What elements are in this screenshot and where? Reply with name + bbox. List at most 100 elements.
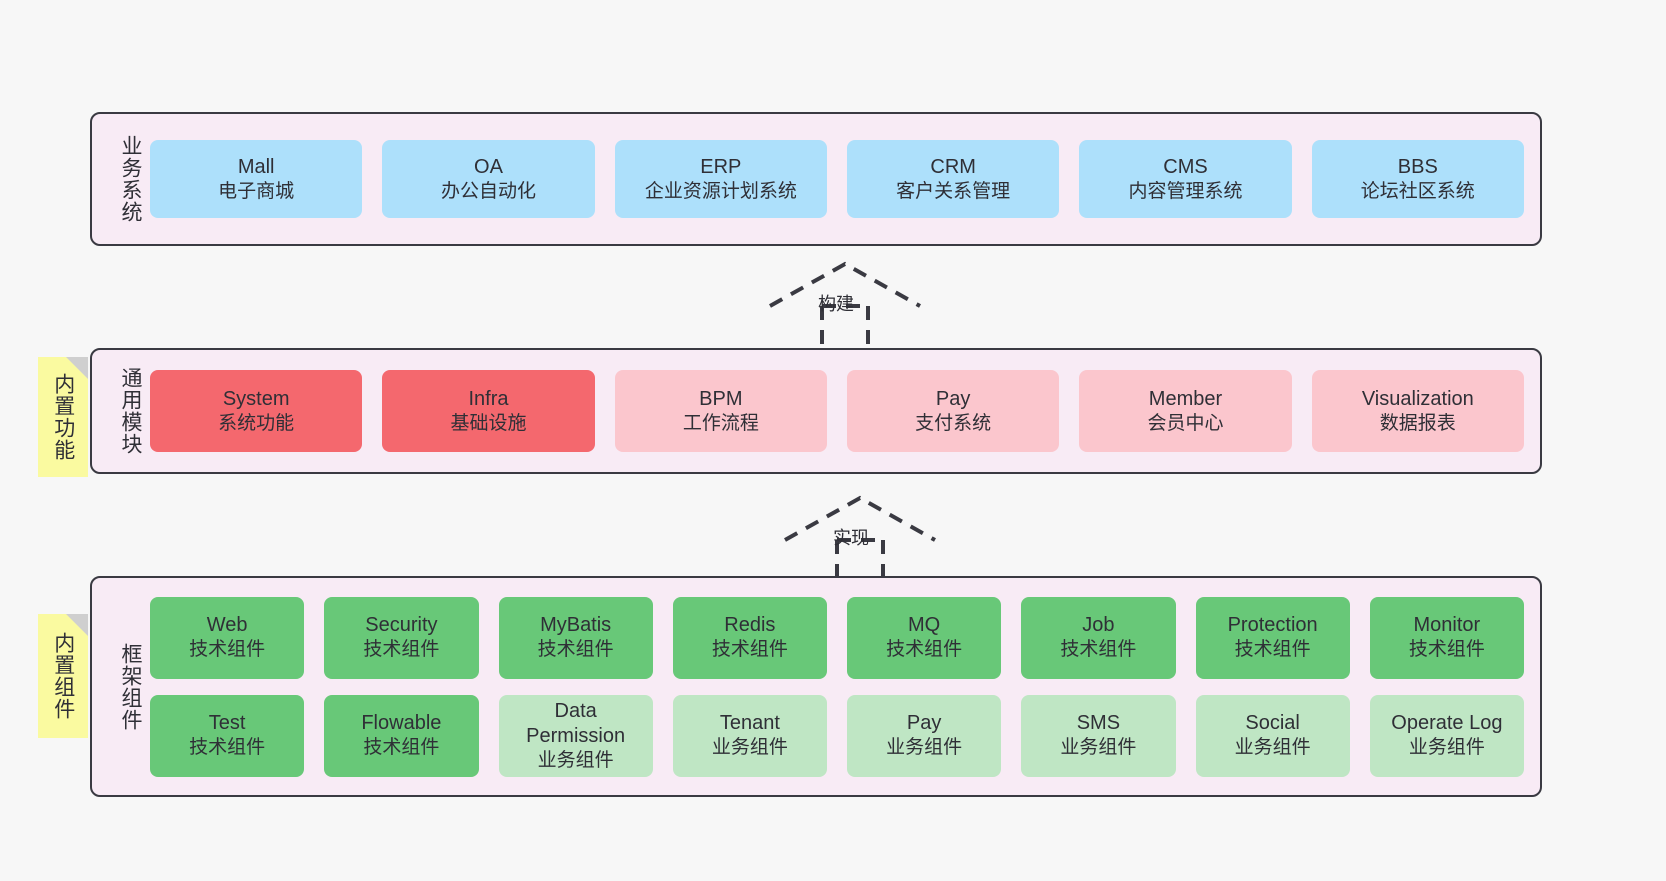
node-subtitle: 技术组件 bbox=[189, 737, 266, 759]
node-subtitle: 支付系统 bbox=[915, 412, 992, 434]
node-title: Flowable bbox=[361, 712, 442, 735]
layer-general-modules[interactable]: 通用模块 System 系统功能 Infra 基础设施 BPM 工作流程 Pay… bbox=[90, 348, 1542, 474]
layer-framework-components[interactable]: 框架组件 Web 技术组件 Security 技术组件 MyBatis 技术组件… bbox=[90, 576, 1542, 797]
node-bbs[interactable]: BBS 论坛社区系统 bbox=[1311, 140, 1524, 218]
connector-label-build: 构建 bbox=[818, 294, 854, 314]
node-web[interactable]: Web 技术组件 bbox=[150, 596, 305, 679]
node-title: MQ bbox=[908, 614, 941, 637]
node-title: ERP bbox=[700, 155, 742, 178]
node-security[interactable]: Security 技术组件 bbox=[324, 596, 479, 679]
node-subtitle: 系统功能 bbox=[218, 412, 295, 434]
connector-build: 构建 bbox=[760, 258, 930, 358]
node-subtitle: 业务组件 bbox=[537, 749, 614, 771]
node-subtitle: 业务组件 bbox=[1408, 737, 1485, 759]
node-tenant[interactable]: Tenant 业务组件 bbox=[672, 694, 827, 777]
node-title: Social bbox=[1245, 712, 1300, 735]
node-title: Pay bbox=[935, 387, 971, 410]
node-redis[interactable]: Redis 技术组件 bbox=[672, 596, 827, 679]
layer-label-framework: 框架组件 bbox=[119, 642, 142, 731]
node-subtitle: 业务组件 bbox=[886, 737, 963, 759]
node-subtitle: 技术组件 bbox=[1234, 639, 1311, 661]
node-title: Security bbox=[365, 614, 438, 637]
node-title: Member bbox=[1148, 387, 1223, 410]
node-system[interactable]: System 系统功能 bbox=[150, 370, 363, 452]
node-flowable[interactable]: Flowable 技术组件 bbox=[324, 694, 479, 777]
node-subtitle: 会员中心 bbox=[1147, 412, 1224, 434]
arrowhead-open-up bbox=[784, 495, 936, 542]
node-title: CRM bbox=[930, 155, 976, 178]
node-mall[interactable]: Mall 电子商城 bbox=[150, 140, 363, 218]
connector-shaft bbox=[835, 538, 885, 592]
node-pay-module[interactable]: Pay 支付系统 bbox=[846, 370, 1060, 452]
node-social[interactable]: Social 业务组件 bbox=[1195, 694, 1350, 777]
node-cms[interactable]: CMS 内容管理系统 bbox=[1079, 140, 1292, 218]
node-data-permission[interactable]: Data Permission 业务组件 bbox=[498, 694, 653, 777]
node-subtitle: 技术组件 bbox=[363, 639, 440, 661]
node-visualization[interactable]: Visualization 数据报表 bbox=[1311, 370, 1524, 452]
node-title: OA bbox=[474, 155, 503, 178]
node-pay-component[interactable]: Pay 业务组件 bbox=[847, 694, 1002, 777]
node-title: Protection bbox=[1227, 614, 1318, 637]
node-mybatis[interactable]: MyBatis 技术组件 bbox=[498, 596, 653, 679]
node-title: SMS bbox=[1076, 712, 1121, 735]
node-crm[interactable]: CRM 客户关系管理 bbox=[846, 140, 1060, 218]
connector-implement: 实现 bbox=[775, 492, 945, 592]
node-member[interactable]: Member 会员中心 bbox=[1079, 370, 1292, 452]
node-subtitle: 基础设施 bbox=[450, 412, 527, 434]
node-subtitle: 电子商城 bbox=[218, 180, 295, 202]
node-title: Web bbox=[206, 614, 248, 637]
sticky-fold-icon bbox=[66, 614, 88, 636]
node-operate-log[interactable]: Operate Log 业务组件 bbox=[1369, 694, 1524, 777]
node-erp[interactable]: ERP 企业资源计划系统 bbox=[614, 140, 827, 218]
node-subtitle: 技术组件 bbox=[1060, 639, 1137, 661]
node-title: Redis bbox=[724, 614, 776, 637]
node-title: Test bbox=[208, 712, 246, 735]
sticky-note-builtin-components[interactable]: 内置组件 bbox=[38, 614, 88, 738]
node-title: Tenant bbox=[719, 712, 780, 735]
node-title: Pay bbox=[906, 712, 942, 735]
node-subtitle: 工作流程 bbox=[682, 412, 759, 434]
node-title: Job bbox=[1082, 614, 1115, 637]
node-protection[interactable]: Protection 技术组件 bbox=[1195, 596, 1350, 679]
node-job[interactable]: Job 技术组件 bbox=[1021, 596, 1176, 679]
node-subtitle: 业务组件 bbox=[711, 737, 788, 759]
node-bpm[interactable]: BPM 工作流程 bbox=[614, 370, 827, 452]
node-subtitle: 技术组件 bbox=[537, 639, 614, 661]
node-subtitle: 客户关系管理 bbox=[896, 180, 1011, 202]
node-row: System 系统功能 Infra 基础设施 BPM 工作流程 Pay 支付系统… bbox=[150, 370, 1524, 452]
layer-body-business: Mall 电子商城 OA 办公自动化 ERP 企业资源计划系统 CRM 客户关系… bbox=[142, 114, 1540, 244]
node-subtitle: 技术组件 bbox=[886, 639, 963, 661]
node-subtitle: 技术组件 bbox=[711, 639, 788, 661]
node-title: BBS bbox=[1397, 155, 1438, 178]
node-title: Infra bbox=[468, 387, 509, 410]
node-sms[interactable]: SMS 业务组件 bbox=[1021, 694, 1176, 777]
node-test[interactable]: Test 技术组件 bbox=[150, 694, 305, 777]
layer-business-systems[interactable]: 业务系统 Mall 电子商城 OA 办公自动化 ERP 企业资源计划系统 CRM… bbox=[90, 112, 1542, 246]
node-title: Data Permission bbox=[526, 699, 626, 747]
node-mq[interactable]: MQ 技术组件 bbox=[847, 596, 1002, 679]
layer-body-modules: System 系统功能 Infra 基础设施 BPM 工作流程 Pay 支付系统… bbox=[142, 350, 1540, 472]
node-title: Mall bbox=[237, 155, 275, 178]
node-row: Test 技术组件 Flowable 技术组件 Data Permission … bbox=[150, 694, 1524, 777]
node-title: System bbox=[222, 387, 290, 410]
node-subtitle: 技术组件 bbox=[363, 737, 440, 759]
layer-label-business: 业务系统 bbox=[119, 135, 142, 223]
node-title: MyBatis bbox=[540, 614, 612, 637]
node-infra[interactable]: Infra 基础设施 bbox=[382, 370, 595, 452]
node-subtitle: 论坛社区系统 bbox=[1360, 180, 1475, 202]
connector-shaft bbox=[820, 304, 870, 358]
layer-body-framework: Web 技术组件 Security 技术组件 MyBatis 技术组件 Redi… bbox=[142, 578, 1540, 795]
node-oa[interactable]: OA 办公自动化 bbox=[382, 140, 595, 218]
node-row: Web 技术组件 Security 技术组件 MyBatis 技术组件 Redi… bbox=[150, 596, 1524, 679]
arrowhead-open-up bbox=[769, 261, 921, 308]
node-subtitle: 业务组件 bbox=[1234, 737, 1311, 759]
node-title: CMS bbox=[1163, 155, 1208, 178]
node-subtitle: 技术组件 bbox=[189, 639, 266, 661]
node-title: Operate Log bbox=[1391, 712, 1503, 735]
node-monitor[interactable]: Monitor 技术组件 bbox=[1369, 596, 1524, 679]
sticky-note-builtin-features[interactable]: 内置功能 bbox=[38, 357, 88, 477]
sticky-fold-icon bbox=[66, 357, 88, 379]
node-title: Monitor bbox=[1413, 614, 1481, 637]
sticky-label: 内置组件 bbox=[51, 632, 75, 720]
